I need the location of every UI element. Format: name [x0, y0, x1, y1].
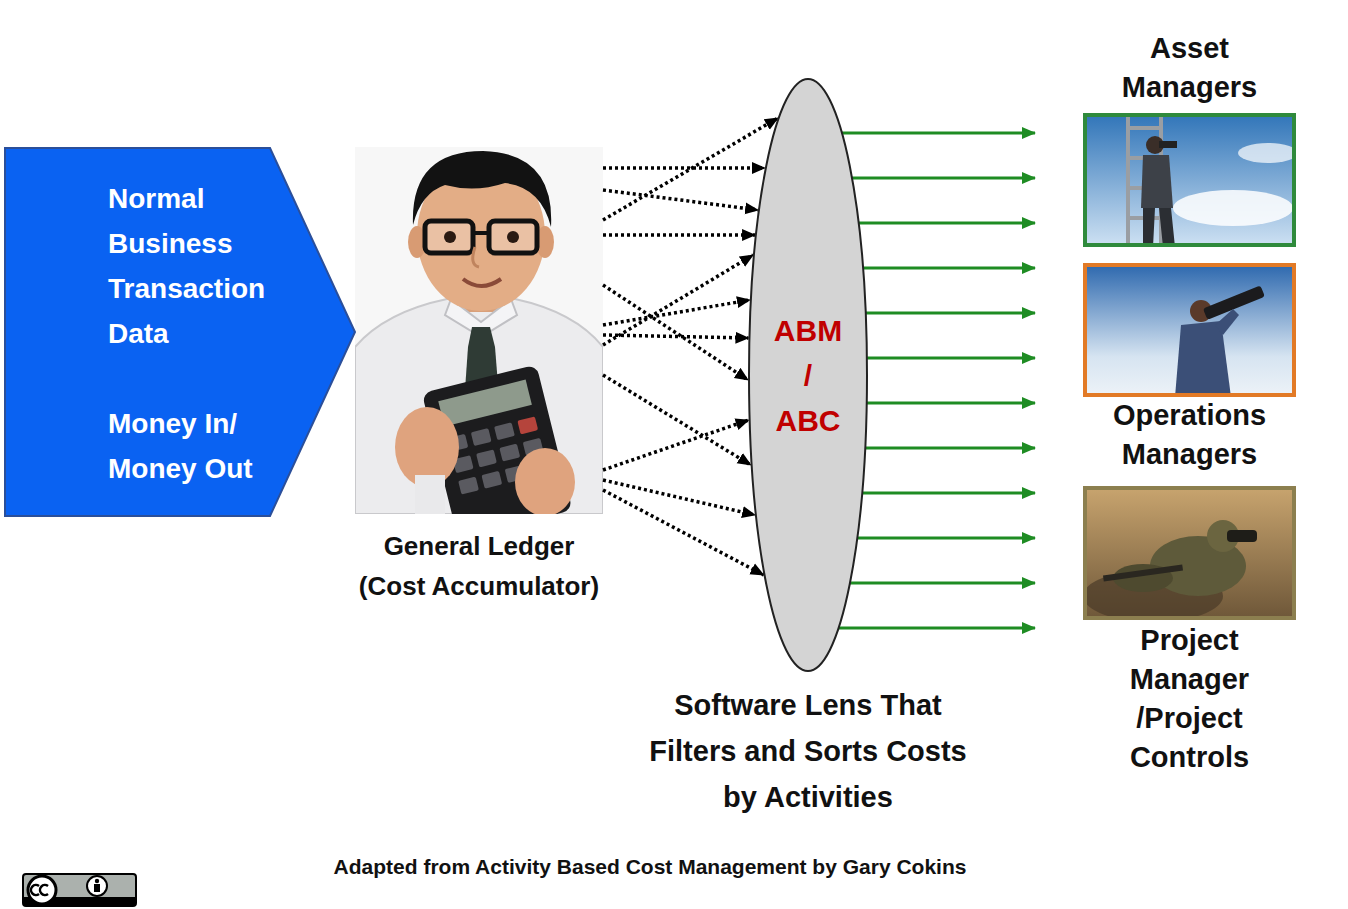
role-label: Operations Managers	[1090, 396, 1290, 474]
cost-flow-arrow	[603, 233, 755, 237]
role-photo-frame: Asset Managers	[1083, 113, 1296, 247]
cost-flow-arrow	[603, 118, 778, 220]
label-holder: Asset Managers	[1090, 29, 1290, 107]
role-photo-frame: Operations Managers	[1083, 263, 1296, 397]
lens-label: ABM / ABC	[770, 308, 846, 443]
input-label: Normal Business Transaction Data	[108, 176, 313, 356]
lens-caption: Software Lens That Filters and Sorts Cos…	[636, 682, 981, 820]
text-column: Normal Business Transaction DataMoney In…	[108, 176, 313, 491]
cost-flow-arrow	[603, 335, 748, 338]
cost-flow-arrow	[603, 166, 765, 170]
ledger-label: General Ledger (Cost Accumulator)	[353, 526, 605, 606]
operations-manager-photo	[1083, 263, 1296, 397]
label-holder: ABM / ABC	[770, 308, 846, 443]
cost-flow-arrow	[603, 480, 755, 515]
label-holder: Software Lens That Filters and Sorts Cos…	[636, 682, 981, 820]
label-holder: Operations Managers	[1090, 396, 1290, 474]
role-label: Asset Managers	[1090, 29, 1290, 107]
input-chevron: Normal Business Transaction DataMoney In…	[5, 148, 355, 516]
label-holder: Project Manager /Project Controls	[1090, 621, 1290, 777]
role-photo-frame: Project Manager /Project Controls	[1083, 486, 1296, 620]
label-holder: General Ledger (Cost Accumulator)	[353, 526, 605, 606]
cost-flow-arrow	[603, 255, 753, 345]
ledger-frame: General Ledger (Cost Accumulator)	[355, 147, 603, 514]
source-caption: Adapted from Activity Based Cost Managem…	[150, 853, 1150, 881]
role-label: Project Manager /Project Controls	[1090, 621, 1290, 777]
cost-flow-arrow	[603, 300, 750, 325]
cost-flow-arrow	[603, 375, 751, 465]
asset-manager-photo	[1083, 113, 1296, 247]
caption-holder: Adapted from Activity Based Cost Managem…	[150, 853, 1150, 881]
accountant-illustration	[355, 147, 603, 514]
cost-flow-arrow	[603, 490, 764, 575]
cost-flow-arrow	[603, 420, 749, 470]
license-badge	[22, 873, 137, 907]
input-label: Money In/ Money Out	[108, 401, 313, 491]
project-manager-photo	[1083, 486, 1296, 620]
lens-ellipse: ABM / ABCSoftware Lens That Filters and …	[748, 78, 868, 672]
